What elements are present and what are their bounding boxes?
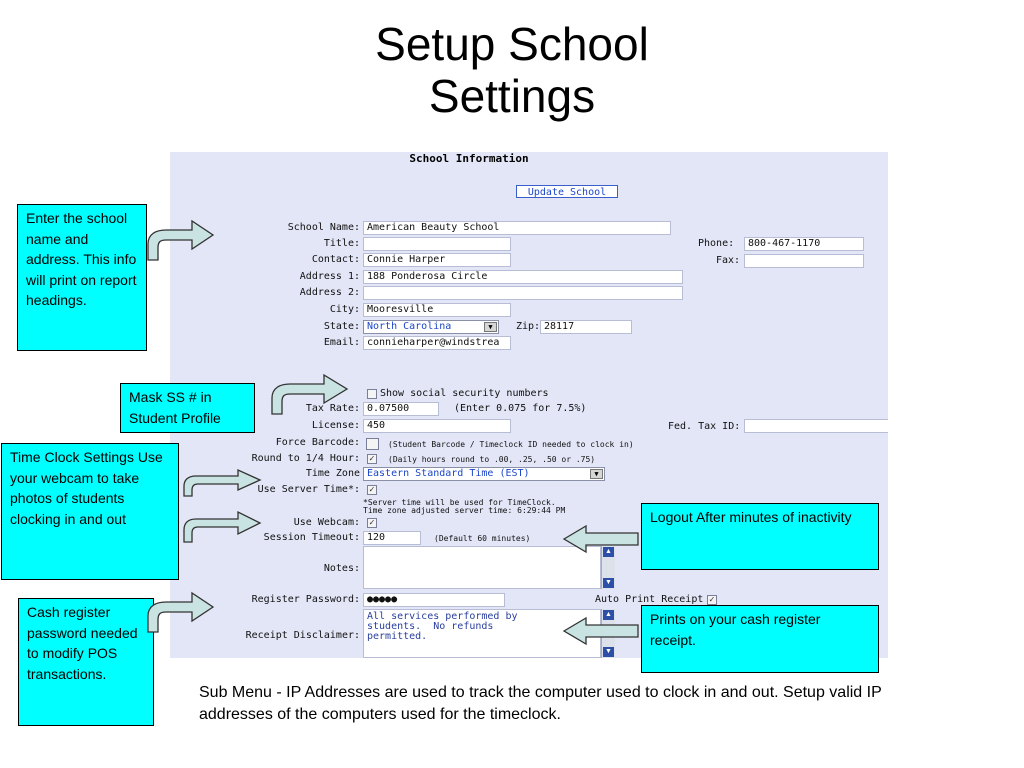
time-zone-select-value: Eastern Standard Time (EST) — [367, 468, 530, 479]
curved-arrow-icon — [147, 219, 215, 261]
force-barcode-checkbox[interactable] — [366, 438, 379, 450]
contact-input[interactable]: Connie Harper — [363, 253, 511, 267]
curved-arrow-icon — [183, 468, 262, 497]
city-label: City: — [329, 304, 360, 315]
left-arrow-icon — [562, 616, 639, 646]
show-ssn-checkbox[interactable] — [367, 389, 377, 399]
school-information-panel: School Information Update School School … — [170, 152, 888, 658]
tax-rate-label: Tax Rate: — [305, 403, 360, 414]
receipt-disclaimer-textarea[interactable]: All services performed by students. No r… — [363, 609, 601, 658]
server-time-checkbox[interactable]: ✓ — [367, 485, 377, 495]
title-label: Title: — [323, 238, 360, 249]
round-quarter-hint: (Daily hours round to .00, .25, .50 or .… — [388, 455, 596, 464]
left-arrow-icon — [562, 524, 639, 554]
update-school-button[interactable]: Update School — [516, 185, 618, 198]
callout-logout: Logout After minutes of inactivity — [641, 503, 879, 570]
slide-title: Setup School Settings — [0, 18, 1024, 122]
email-input[interactable]: connieharper@windstrea — [363, 336, 511, 350]
webcam-checkbox[interactable]: ✓ — [367, 518, 377, 528]
city-input[interactable]: Mooresville — [363, 303, 511, 317]
server-time-label: Use Server Time*: — [257, 484, 360, 495]
state-select[interactable]: North Carolina ▼ — [363, 320, 499, 334]
chevron-down-icon[interactable]: ▼ — [590, 469, 603, 479]
curved-arrow-icon — [271, 373, 349, 415]
server-time-note2: Time zone adjusted server time: 6:29:44 … — [363, 506, 566, 515]
school-name-label: School Name: — [287, 222, 360, 233]
show-ssn-label: Show social security numbers — [380, 388, 549, 399]
fed-tax-id-label: Fed. Tax ID: — [668, 421, 741, 432]
scroll-down-icon[interactable]: ▼ — [603, 578, 614, 588]
webcam-label: Use Webcam: — [293, 517, 360, 528]
license-input[interactable]: 450 — [363, 419, 511, 433]
round-quarter-label: Round to 1/4 Hour: — [251, 453, 360, 464]
email-label: Email: — [323, 337, 360, 348]
zip-label: Zip: — [516, 321, 541, 332]
register-password-label: Register Password: — [251, 594, 360, 605]
auto-print-label: Auto Print Receipt — [595, 594, 704, 605]
session-timeout-label: Session Timeout: — [263, 532, 360, 543]
callout-prints-receipt: Prints on your cash register receipt. — [641, 605, 879, 673]
callout-cash-register: Cash register password needed to modify … — [18, 598, 154, 726]
school-name-input[interactable]: American Beauty School — [363, 221, 671, 235]
phone-input[interactable]: 800-467-1170 — [744, 237, 864, 251]
session-timeout-hint: (Default 60 minutes) — [434, 534, 531, 543]
time-zone-select[interactable]: Eastern Standard Time (EST) ▼ — [363, 467, 605, 481]
address2-input[interactable] — [363, 286, 683, 300]
notes-textarea[interactable] — [363, 546, 601, 589]
scroll-down-icon[interactable]: ▼ — [603, 647, 614, 657]
callout-school-info: Enter the school name and address. This … — [17, 204, 147, 351]
curved-arrow-icon — [183, 510, 262, 543]
fax-input[interactable] — [744, 254, 864, 268]
zip-input[interactable]: 28117 — [540, 320, 632, 334]
title-input[interactable] — [363, 237, 511, 251]
phone-label: Phone: — [698, 238, 735, 249]
auto-print-checkbox[interactable]: ✓ — [707, 595, 717, 605]
register-password-input[interactable]: ●●●●● — [363, 593, 505, 607]
receipt-disclaimer-label: Receipt Disclaimer: — [245, 630, 360, 641]
force-barcode-hint: (Student Barcode / Timeclock ID needed t… — [388, 440, 634, 449]
slide-title-line1: Setup School — [375, 18, 649, 70]
server-time-note1: *Server time will be used for TimeClock. — [363, 498, 556, 507]
state-select-value: North Carolina — [367, 321, 452, 332]
curved-arrow-icon — [147, 591, 215, 633]
notes-label: Notes: — [323, 563, 360, 574]
license-label: License: — [311, 420, 360, 431]
force-barcode-label: Force Barcode: — [275, 437, 360, 448]
address2-label: Address 2: — [299, 287, 360, 298]
tax-rate-hint: (Enter 0.075 for 7.5%) — [454, 403, 587, 414]
notes-scrollbar[interactable]: ▲ ▼ — [601, 546, 615, 589]
fed-tax-id-input[interactable] — [744, 419, 888, 433]
callout-mask-ss: Mask SS # in Student Profile — [120, 383, 255, 433]
round-quarter-checkbox[interactable]: ✓ — [367, 454, 377, 464]
state-label: State: — [323, 321, 360, 332]
address1-input[interactable]: 188 Ponderosa Circle — [363, 270, 683, 284]
time-zone-label: Time Zone — [305, 468, 360, 479]
chevron-down-icon[interactable]: ▼ — [484, 322, 497, 332]
panel-title: School Information — [409, 152, 529, 165]
callout-time-clock: Time Clock Settings Use your webcam to t… — [1, 443, 179, 580]
contact-label: Contact: — [311, 254, 360, 265]
fax-label: Fax: — [716, 255, 741, 266]
slide-title-line2: Settings — [428, 70, 596, 122]
scroll-up-icon[interactable]: ▲ — [603, 610, 614, 620]
session-timeout-input[interactable]: 120 — [363, 531, 421, 545]
tax-rate-input[interactable]: 0.07500 — [363, 402, 439, 416]
scroll-up-icon[interactable]: ▲ — [603, 547, 614, 557]
address1-label: Address 1: — [299, 271, 360, 282]
footer-note: Sub Menu - IP Addresses are used to trac… — [199, 684, 882, 723]
